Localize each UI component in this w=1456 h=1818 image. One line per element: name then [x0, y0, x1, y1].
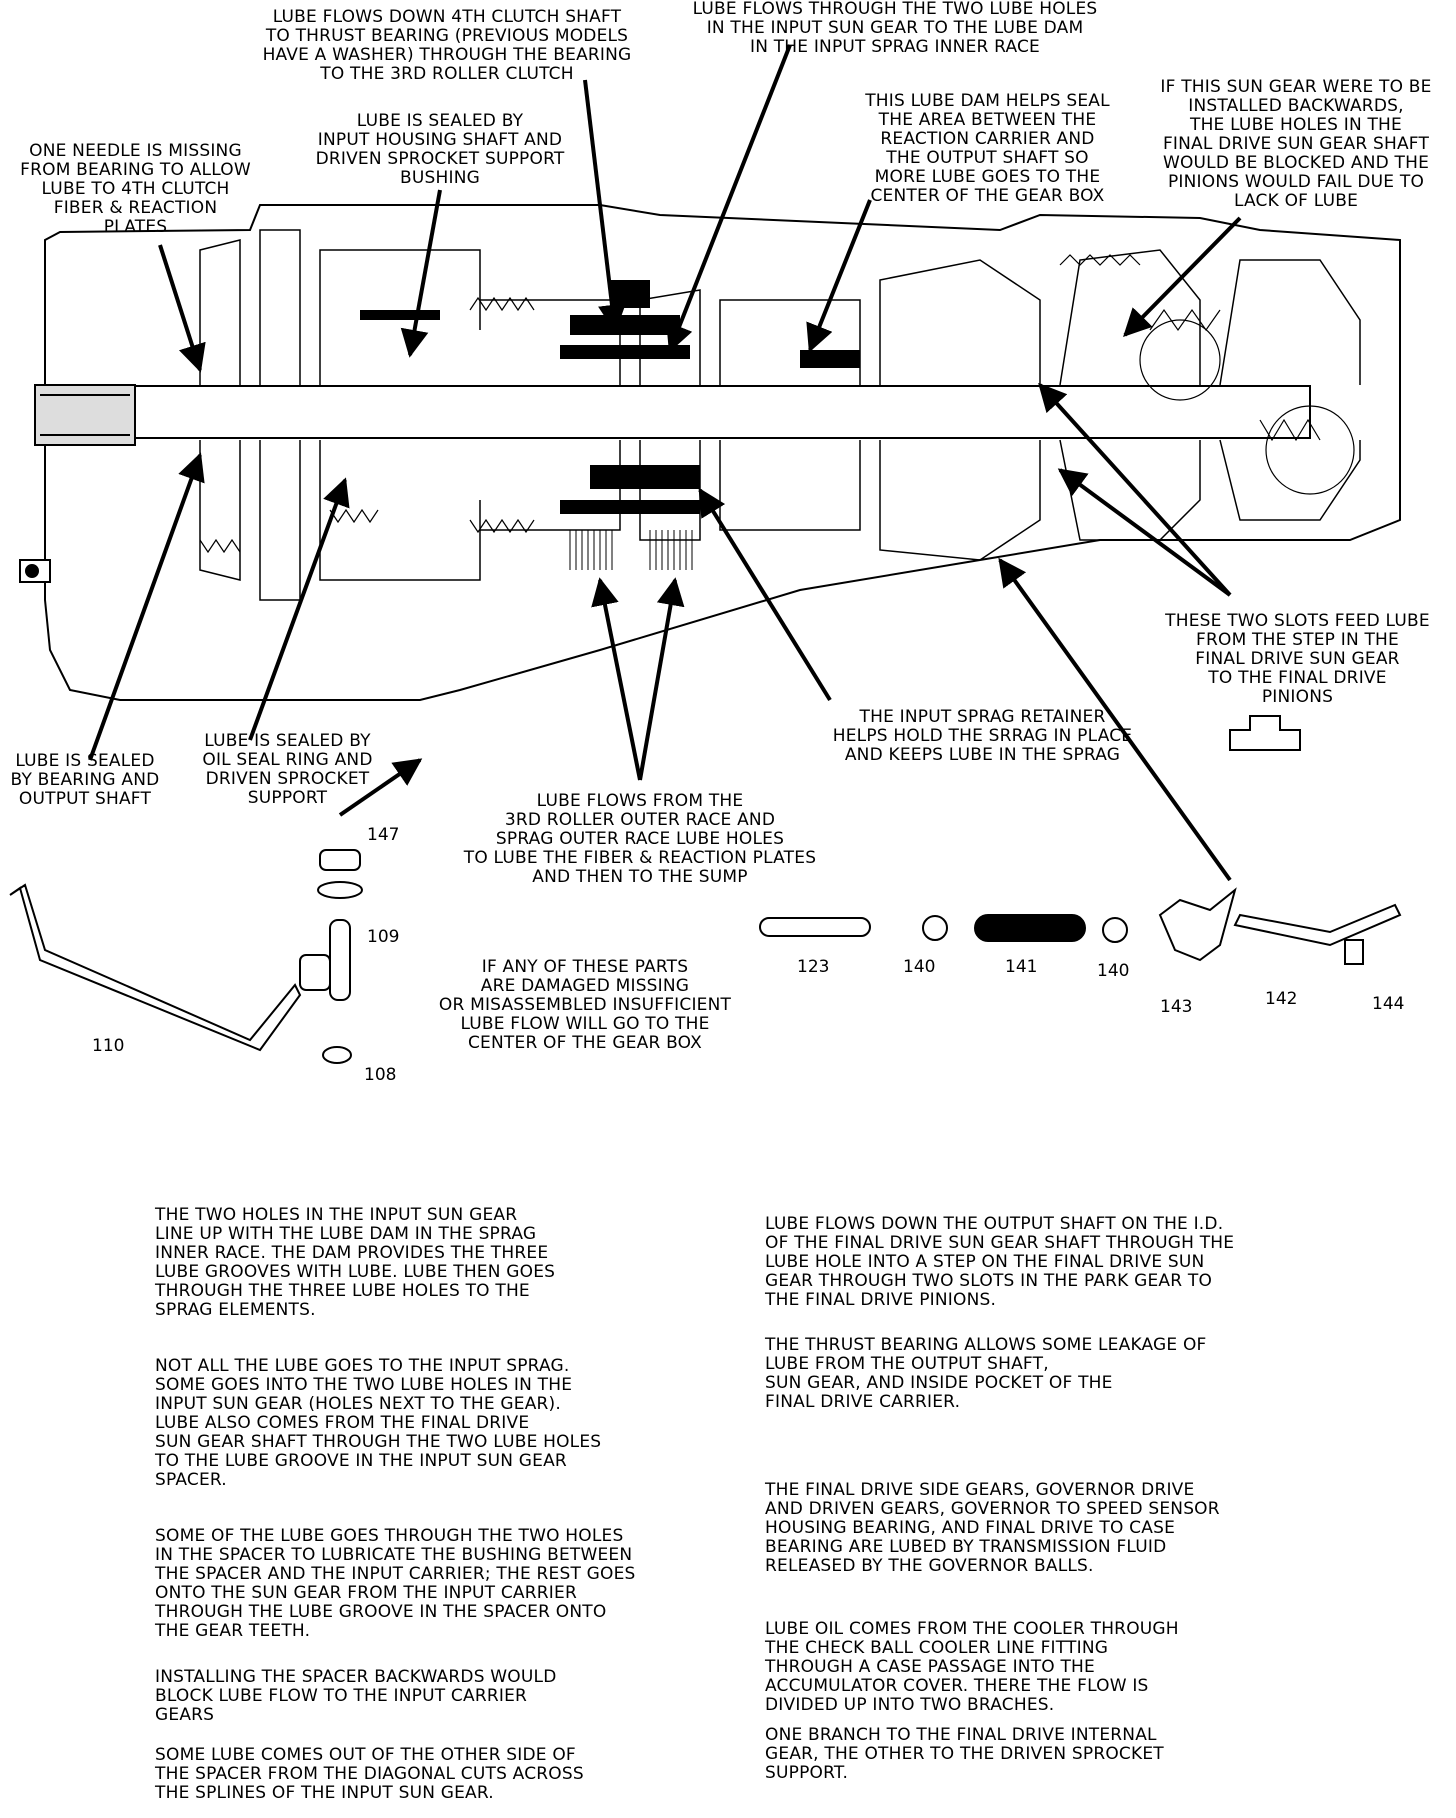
part-number-109: 109 — [367, 927, 400, 947]
part-number-108: 108 — [364, 1065, 397, 1085]
part-number-142: 142 — [1265, 989, 1298, 1009]
callout-lube-two-holes: LUBE FLOWS THROUGH THE TWO LUBE HOLES IN… — [692, 0, 1098, 57]
note-right-1: LUBE FLOWS DOWN THE OUTPUT SHAFT ON THE … — [765, 1214, 1235, 1310]
note-left-3: SOME OF THE LUBE GOES THROUGH THE TWO HO… — [155, 1526, 636, 1641]
callout-parts-damaged: IF ANY OF THESE PARTS ARE DAMAGED MISSIN… — [438, 957, 732, 1053]
fitting-109 — [329, 919, 351, 1001]
lube-line-110 — [9, 883, 302, 1052]
tube-123 — [759, 917, 871, 937]
callout-sprag-retainer: THE INPUT SPRAG RETAINER HELPS HOLD THE … — [832, 707, 1133, 765]
part-number-143: 143 — [1160, 997, 1193, 1017]
callout-sealed-bearing-output: LUBE IS SEALED BY BEARING AND OUTPUT SHA… — [10, 751, 160, 809]
callout-two-slots-feed: THESE TWO SLOTS FEED LUBE FROM THE STEP … — [1165, 611, 1430, 707]
callout-needle-missing: ONE NEEDLE IS MISSING FROM BEARING TO AL… — [20, 141, 251, 237]
callout-lube-3rd-roller: LUBE FLOWS FROM THE 3RD ROLLER OUTER RAC… — [463, 791, 817, 887]
note-right-4: LUBE OIL COMES FROM THE COOLER THROUGH T… — [765, 1619, 1179, 1715]
note-left-4: INSTALLING THE SPACER BACKWARDS WOULD BL… — [155, 1667, 557, 1725]
part-number-140b: 140 — [1097, 961, 1130, 981]
note-right-2: THE THRUST BEARING ALLOWS SOME LEAKAGE O… — [765, 1335, 1207, 1412]
part-number-144: 144 — [1372, 994, 1405, 1014]
note-left-1: THE TWO HOLES IN THE INPUT SUN GEAR LINE… — [155, 1205, 556, 1320]
part-number-140a: 140 — [903, 957, 936, 977]
seal-147 — [319, 849, 361, 871]
clamp-140b — [1102, 917, 1128, 943]
pipe-142 — [1233, 903, 1402, 947]
transmission-assembly — [19, 204, 1401, 751]
part-number-110: 110 — [92, 1036, 125, 1056]
hose-141 — [974, 914, 1086, 942]
bracket-143 — [1158, 887, 1237, 962]
part-number-123: 123 — [797, 957, 830, 977]
note-left-2: NOT ALL THE LUBE GOES TO THE INPUT SPRAG… — [155, 1356, 602, 1490]
callout-4th-clutch-shaft: LUBE FLOWS DOWN 4TH CLUTCH SHAFT TO THRU… — [262, 7, 632, 84]
seal-108 — [322, 1046, 352, 1064]
callout-sealed-input-housing: LUBE IS SEALED BY INPUT HOUSING SHAFT AN… — [315, 111, 565, 188]
part-number-147: 147 — [367, 825, 400, 845]
fitting-144 — [1344, 939, 1364, 965]
callout-lube-dam-seal: THIS LUBE DAM HELPS SEAL THE AREA BETWEE… — [865, 91, 1110, 206]
note-right-3: THE FINAL DRIVE SIDE GEARS, GOVERNOR DRI… — [765, 1480, 1220, 1576]
note-left-5: SOME LUBE COMES OUT OF THE OTHER SIDE OF… — [155, 1745, 584, 1803]
clamp-140a — [922, 915, 948, 941]
note-right-5: ONE BRANCH TO THE FINAL DRIVE INTERNAL G… — [765, 1725, 1164, 1783]
part-number-141: 141 — [1005, 957, 1038, 977]
callout-sealed-oil-seal-ring: LUBE IS SEALED BY OIL SEAL RING AND DRIV… — [202, 731, 373, 808]
callout-sun-gear-backwards: IF THIS SUN GEAR WERE TO BE INSTALLED BA… — [1160, 77, 1432, 211]
